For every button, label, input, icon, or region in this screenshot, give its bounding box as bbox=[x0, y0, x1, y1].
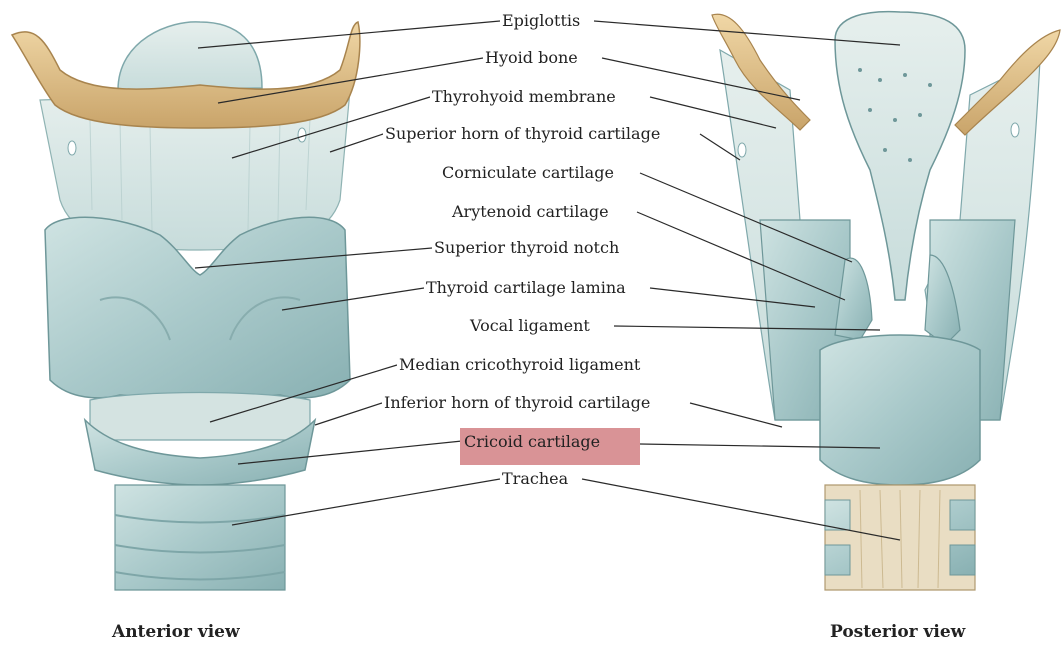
anterior-trachea bbox=[115, 485, 285, 590]
label-thyrohyoid-membrane: Thyrohyoid membrane bbox=[430, 87, 618, 107]
label-inferior-horn: Inferior horn of thyroid cartilage bbox=[382, 393, 652, 413]
label-superior-horn: Superior horn of thyroid cartilage bbox=[383, 124, 662, 144]
posterior-cricoid bbox=[820, 335, 980, 485]
label-cricoid-cartilage: Cricoid cartilage bbox=[462, 432, 602, 452]
label-hyoid-bone: Hyoid bone bbox=[483, 48, 580, 68]
label-vocal-ligament: Vocal ligament bbox=[468, 316, 592, 336]
label-arytenoid-cartilage: Arytenoid cartilage bbox=[450, 202, 611, 222]
anterior-view-caption: Anterior view bbox=[112, 622, 240, 642]
label-trachea: Trachea bbox=[500, 469, 570, 489]
anterior-cricothyroid-ligament bbox=[90, 393, 310, 441]
label-corniculate-cartilage: Corniculate cartilage bbox=[440, 163, 616, 183]
label-epiglottis: Epiglottis bbox=[500, 11, 582, 31]
posterior-view-caption: Posterior view bbox=[830, 622, 965, 642]
anterior-epiglottis bbox=[118, 22, 262, 90]
label-thyroid-cartilage-lamina: Thyroid cartilage lamina bbox=[424, 278, 628, 298]
label-median-cricothyroid-ligament: Median cricothyroid ligament bbox=[397, 355, 642, 375]
label-superior-thyroid-notch: Superior thyroid notch bbox=[432, 238, 621, 258]
